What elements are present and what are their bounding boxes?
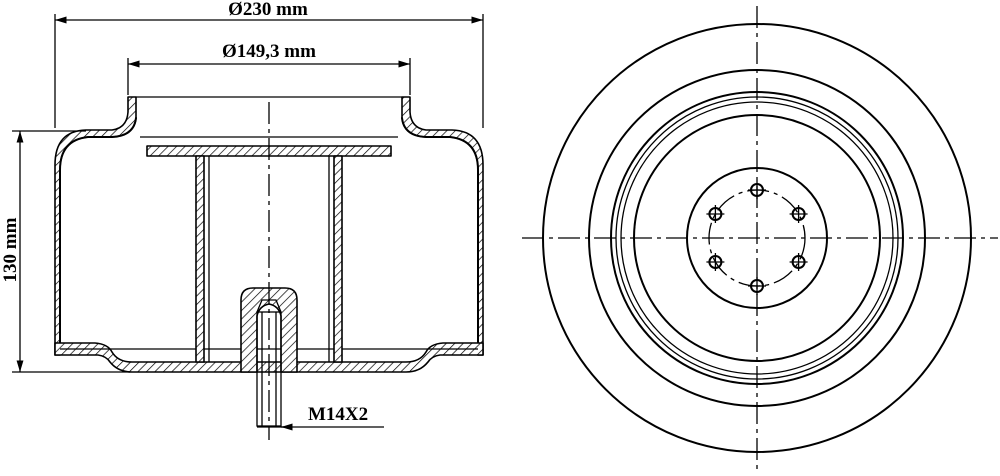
thread-boss — [240, 287, 298, 373]
inner-diameter-label: Ø149,3 mm — [222, 41, 316, 62]
height-label: 130 mm — [0, 217, 21, 282]
shell-outline — [59, 117, 137, 343]
section-view: Ø230 mm Ø149,3 mm 130 mm M14X2 — [0, 0, 484, 440]
right-post — [333, 155, 343, 363]
top-view — [522, 6, 998, 472]
shell-outline-right — [401, 117, 479, 343]
outer-diameter-label: Ø230 mm — [228, 0, 308, 20]
piston-base — [54, 342, 484, 373]
thread-label: M14X2 — [308, 404, 368, 425]
left-post — [195, 155, 205, 363]
